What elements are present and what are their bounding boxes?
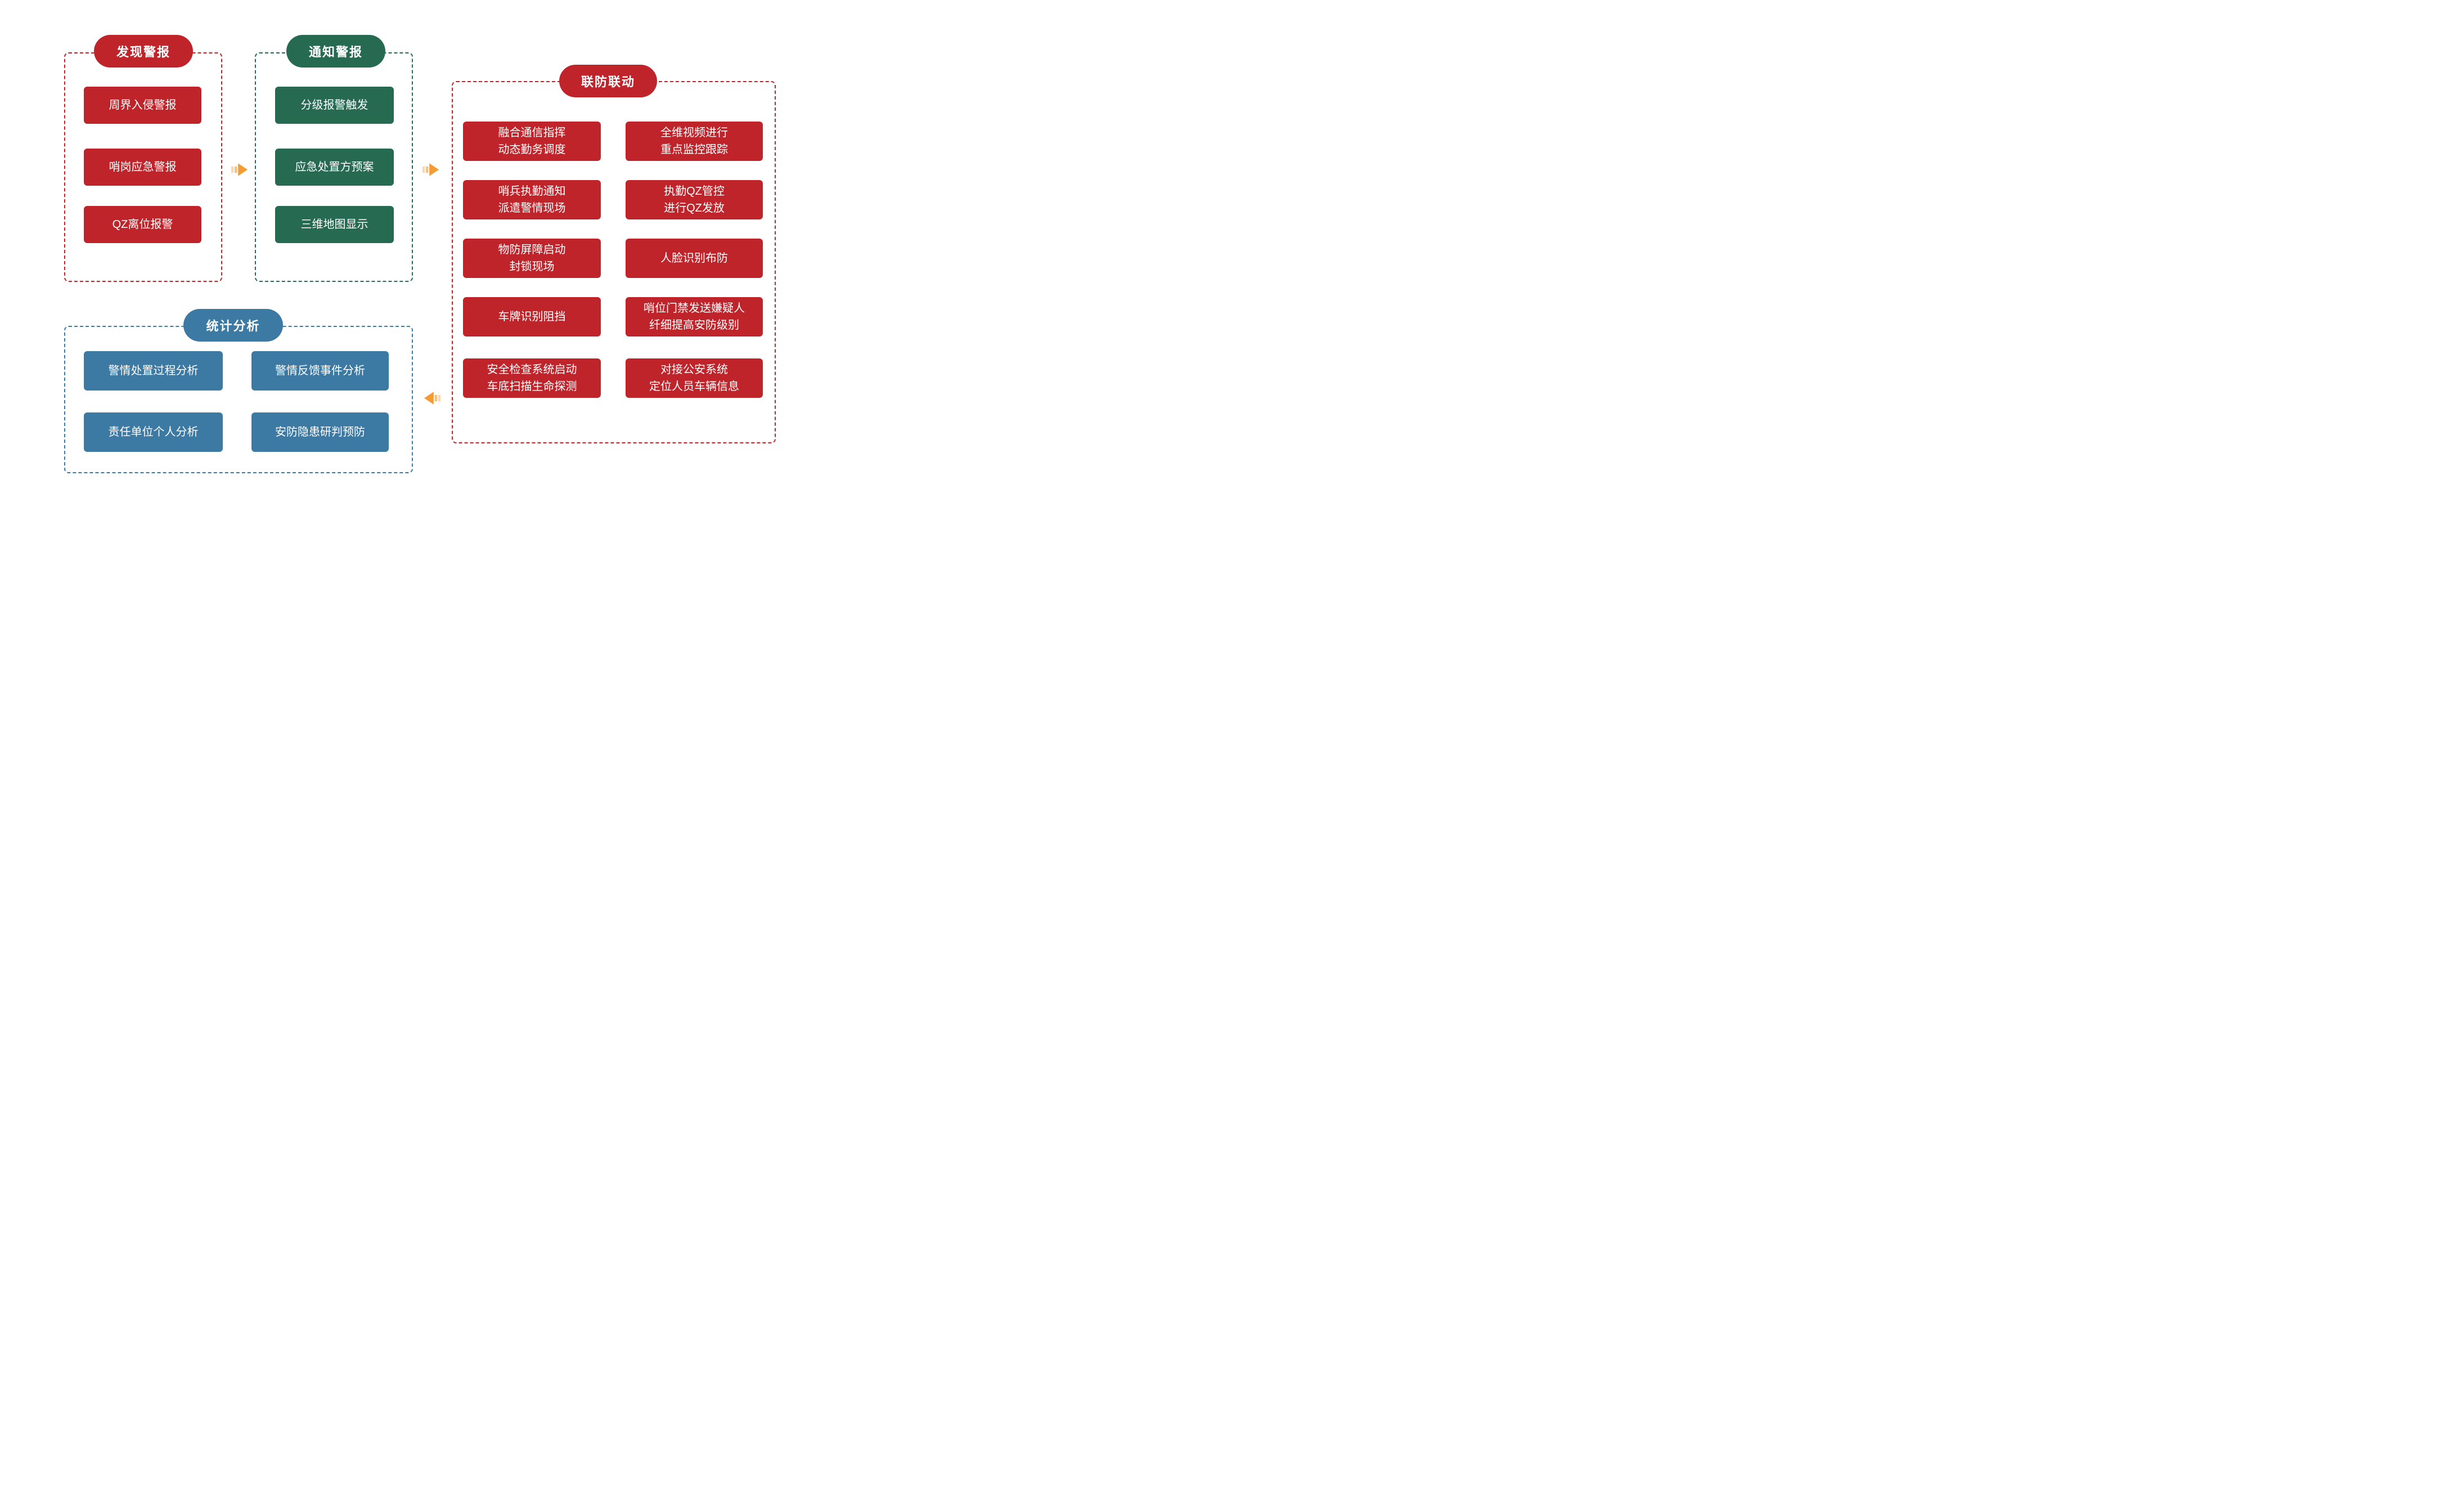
node-line: 人脸识别布防 xyxy=(660,252,728,264)
section-title: 通知警报 xyxy=(308,45,363,59)
node-line: 车牌识别阻挡 xyxy=(498,311,566,323)
section-title-pill-joint-defense: 联防联动 xyxy=(559,65,657,97)
node-line: 三维地图显示 xyxy=(300,218,368,231)
node-line: 哨位门禁发送嫌疑人 xyxy=(644,302,745,315)
node-emergency-response-plan: 应急处置方预案 xyxy=(275,149,394,186)
node-line: 执勤QZ管控 xyxy=(664,185,725,198)
node-line: 对接公安系统 xyxy=(660,364,728,376)
node-line: 安防隐患研判预防 xyxy=(275,426,365,438)
node-line: 责任单位个人分析 xyxy=(108,426,199,438)
node-line: 物防屏障启动 xyxy=(498,244,566,256)
node-qz-control-issue: 执勤QZ管控 进行QZ发放 xyxy=(626,180,763,219)
node-line: 派遣警情现场 xyxy=(498,202,566,214)
node-line: QZ离位报警 xyxy=(112,218,173,231)
node-qz-offsite-alarm: QZ离位报警 xyxy=(84,206,201,243)
node-line: 安全检查系统启动 xyxy=(487,364,577,376)
section-title-pill-discover-alarm: 发现警报 xyxy=(94,35,193,68)
node-hidden-danger-analysis: 安防隐患研判预防 xyxy=(251,412,389,452)
node-line: 封锁现场 xyxy=(509,261,555,273)
node-line: 周界入侵警报 xyxy=(109,99,177,111)
node-face-recognition-deploy: 人脸识别布防 xyxy=(626,239,763,278)
section-title: 发现警报 xyxy=(116,45,170,59)
node-line: 动态勤务调度 xyxy=(498,143,566,156)
node-line: 车底扫描生命探测 xyxy=(487,380,577,393)
node-line: 融合通信指挥 xyxy=(498,127,566,139)
node-line: 哨兵执勤通知 xyxy=(498,185,566,198)
node-fused-comm-dispatch: 融合通信指挥 动态勤务调度 xyxy=(463,122,601,161)
node-line: 全维视频进行 xyxy=(660,127,728,139)
node-security-check-scan: 安全检查系统启动 车底扫描生命探测 xyxy=(463,358,601,398)
node-alarm-process-analysis: 警情处置过程分析 xyxy=(84,351,223,391)
node-sentry-emergency-alarm: 哨岗应急警报 xyxy=(84,149,201,186)
node-line: 定位人员车辆信息 xyxy=(649,380,739,393)
node-perimeter-intrusion-alarm: 周界入侵警报 xyxy=(84,87,201,124)
node-line: 重点监控跟踪 xyxy=(660,143,728,156)
node-3d-map-display: 三维地图显示 xyxy=(275,206,394,243)
node-line: 警情处置过程分析 xyxy=(108,365,199,377)
flow-arrow-left-icon xyxy=(424,391,440,406)
flow-arrow-right-icon xyxy=(231,162,248,177)
node-video-focus-tracking: 全维视频进行 重点监控跟踪 xyxy=(626,122,763,161)
section-title-pill-notify-alarm: 通知警报 xyxy=(286,35,385,68)
node-line: 分级报警触发 xyxy=(300,99,368,111)
node-line: 纤细提高安防级别 xyxy=(649,319,739,331)
node-alarm-feedback-analysis: 警情反馈事件分析 xyxy=(251,351,389,391)
section-title-pill-statistics: 统计分析 xyxy=(183,309,283,342)
node-unit-individual-analysis: 责任单位个人分析 xyxy=(84,412,223,452)
node-line: 警情反馈事件分析 xyxy=(275,365,365,377)
node-police-system-link: 对接公安系统 定位人员车辆信息 xyxy=(626,358,763,398)
diagram-canvas: 发现警报 周界入侵警报 哨岗应急警报 QZ离位报警 通知警报 分级报警触发 应急… xyxy=(0,0,821,498)
section-title: 联防联动 xyxy=(581,75,635,89)
node-line: 应急处置方预案 xyxy=(295,161,374,173)
node-line: 哨岗应急警报 xyxy=(109,161,177,173)
section-title: 统计分析 xyxy=(206,319,260,333)
node-plate-recognition-block: 车牌识别阻挡 xyxy=(463,297,601,337)
node-line: 进行QZ发放 xyxy=(664,202,725,214)
flow-arrow-right-icon xyxy=(422,162,439,177)
node-sentry-duty-notice: 哨兵执勤通知 派遣警情现场 xyxy=(463,180,601,219)
node-suspect-access-alert: 哨位门禁发送嫌疑人 纤细提高安防级别 xyxy=(626,297,763,337)
node-physical-barrier-lockdown: 物防屏障启动 封锁现场 xyxy=(463,239,601,278)
node-graded-alarm-trigger: 分级报警触发 xyxy=(275,87,394,124)
